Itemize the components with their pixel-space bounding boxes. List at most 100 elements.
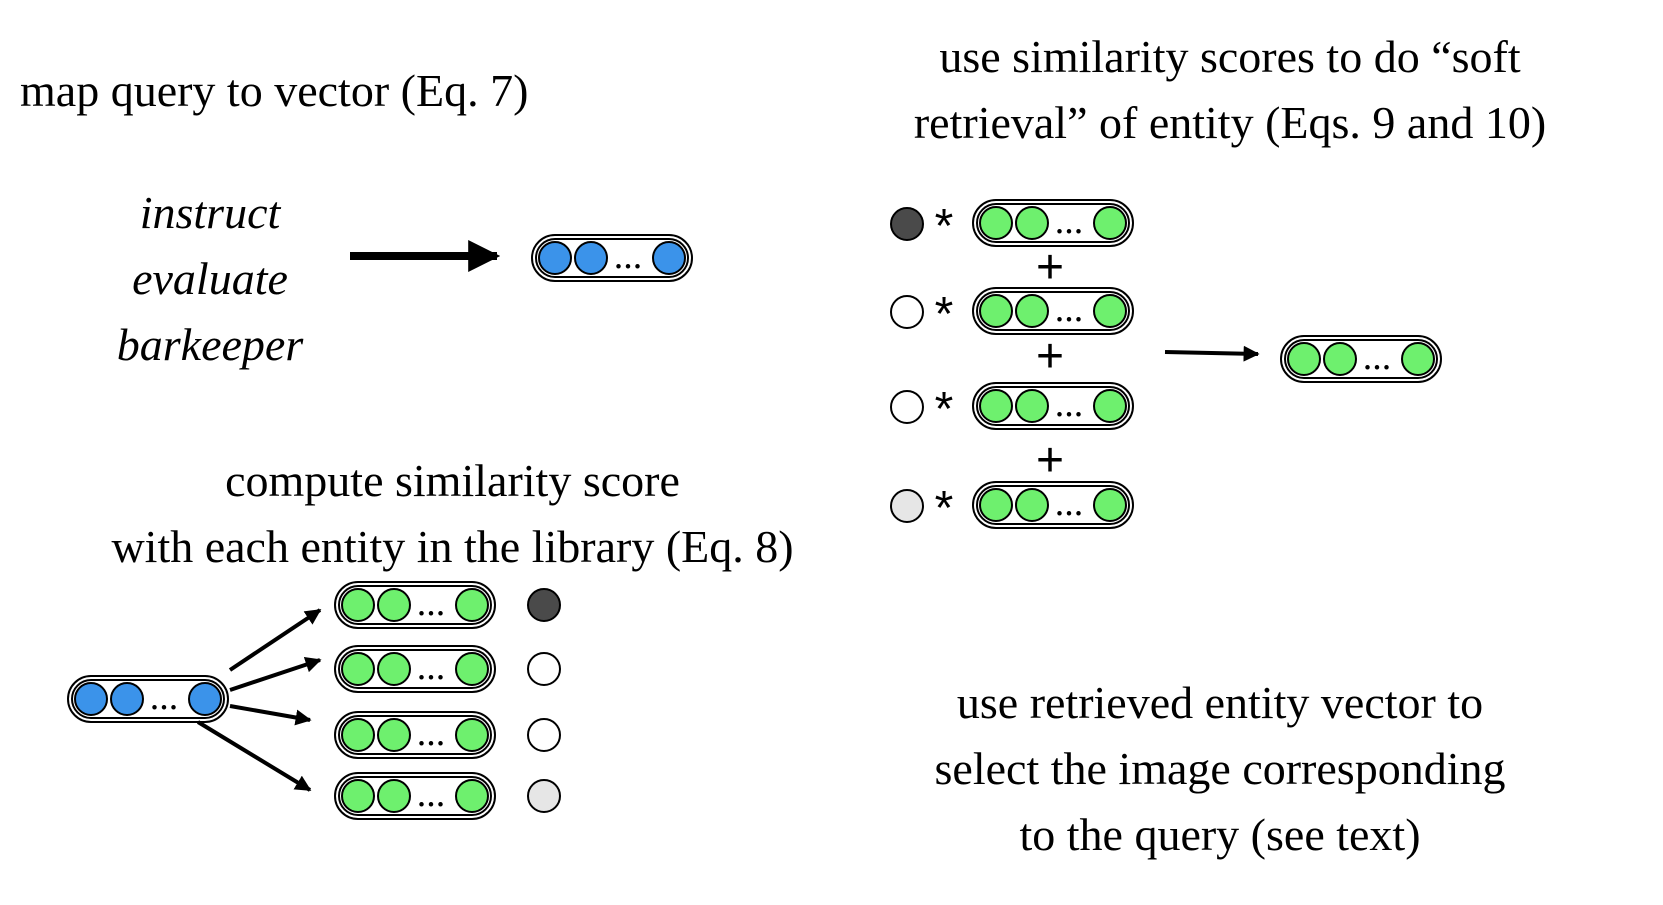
vector-element-circle [979,206,1013,240]
vector-inner-outline [71,679,225,719]
vector-element-circle [1093,488,1127,522]
vector-element-circle [377,652,411,686]
vector-ellipsis: ... [1055,200,1084,242]
vector-element-circle [377,779,411,813]
vector-element-circle [110,682,144,716]
vector-element-circle [1015,389,1049,423]
vector-element-circle [341,652,375,686]
vector-element-circle [188,682,222,716]
vector-ellipsis: ... [417,646,446,688]
vector-inner-outline [535,238,689,278]
vector-element-circle [1093,294,1127,328]
weight-score-dot [890,390,924,424]
retrieved-entity-vector: ... [1280,335,1442,383]
similarity-arrow [196,720,312,792]
vector-outer-outline [67,675,229,723]
caption-use-retrieved-line-3: to the query (see text) [1019,809,1421,860]
weighted-entity-vector: ... [972,481,1134,529]
vector-element-circle [1093,206,1127,240]
caption-map-query: map query to vector (Eq. 7) [20,58,528,124]
vector-element-circle [341,779,375,813]
vector-inner-outline [338,776,492,816]
similarity-score-dot [527,588,561,622]
vector-outer-outline [334,772,496,820]
multiply-symbol: * [935,288,954,341]
vector-element-circle [979,488,1013,522]
caption-use-retrieved-line-2: select the image corresponding [934,743,1506,794]
vector-inner-outline [976,291,1130,331]
vector-element-circle [455,718,489,752]
caption-compute-similarity-line-2: with each entity in the library (Eq. 8) [111,521,794,572]
vector-ellipsis: ... [1055,383,1084,425]
caption-soft-retrieval: use similarity scores to do “soft retrie… [850,24,1610,156]
vector-outer-outline [1280,335,1442,383]
vector-element-circle [377,588,411,622]
plus-symbol: + [1036,434,1064,487]
vector-outer-outline [334,645,496,693]
similarity-arrow [228,608,322,672]
weighted-entity-vector: ... [972,287,1134,335]
vector-element-circle [652,241,686,275]
caption-compute-similarity-line-1: compute similarity score [225,455,680,506]
vector-inner-outline [976,485,1130,525]
caption-compute-similarity: compute similarity score with each entit… [40,448,865,580]
vector-outer-outline [972,382,1134,430]
query-vector: ... [531,234,693,282]
vector-element-circle [455,588,489,622]
library-entity-vector: ... [334,772,496,820]
vector-ellipsis: ... [417,712,446,754]
vector-element-circle [1015,488,1049,522]
plus-symbol: + [1036,241,1064,294]
query-word: instruct [139,187,281,238]
vector-inner-outline [338,585,492,625]
vector-outer-outline [531,234,693,282]
vector-element-circle [74,682,108,716]
vector-element-circle [1093,389,1127,423]
vector-inner-outline [1284,339,1438,379]
vector-element-circle [455,652,489,686]
similarity-arrow [229,656,322,692]
vector-ellipsis: ... [417,582,446,624]
similarity-score-dot [527,779,561,813]
similarity-score-dot [527,718,561,752]
caption-use-retrieved: use retrieved entity vector to select th… [880,670,1560,868]
vector-element-circle [341,718,375,752]
weight-score-dot [890,295,924,329]
vector-inner-outline [338,715,492,755]
vector-ellipsis: ... [150,676,179,718]
vector-outer-outline [972,287,1134,335]
vector-element-circle [455,779,489,813]
weighted-entity-vector: ... [972,382,1134,430]
vector-inner-outline [976,203,1130,243]
library-entity-vector: ... [334,645,496,693]
vector-outer-outline [972,199,1134,247]
vector-outer-outline [334,711,496,759]
query-words: instruct evaluate barkeeper [60,180,360,378]
vector-element-circle [377,718,411,752]
vector-element-circle [1401,342,1435,376]
vector-element-circle [979,389,1013,423]
multiply-symbol: * [935,200,954,253]
query-vector-library: ... [67,675,229,723]
vector-ellipsis: ... [614,235,643,277]
weight-score-dot [890,207,924,241]
vector-inner-outline [338,649,492,689]
weighted-entity-vector: ... [972,199,1134,247]
vector-outer-outline [334,581,496,629]
vector-element-circle [1323,342,1357,376]
vector-element-circle [1015,294,1049,328]
vector-element-circle [979,294,1013,328]
vector-element-circle [1287,342,1321,376]
vector-ellipsis: ... [1055,288,1084,330]
plus-symbol: + [1036,330,1064,383]
caption-soft-retrieval-line-2: retrieval” of entity (Eqs. 9 and 10) [913,97,1547,148]
library-entity-vector: ... [334,711,496,759]
multiply-symbol: * [935,482,954,535]
vector-element-circle [574,241,608,275]
caption-use-retrieved-line-1: use retrieved entity vector to [956,677,1484,728]
query-word: evaluate [132,253,288,304]
vector-element-circle [341,588,375,622]
vector-ellipsis: ... [417,773,446,815]
multiply-symbol: * [935,383,954,436]
